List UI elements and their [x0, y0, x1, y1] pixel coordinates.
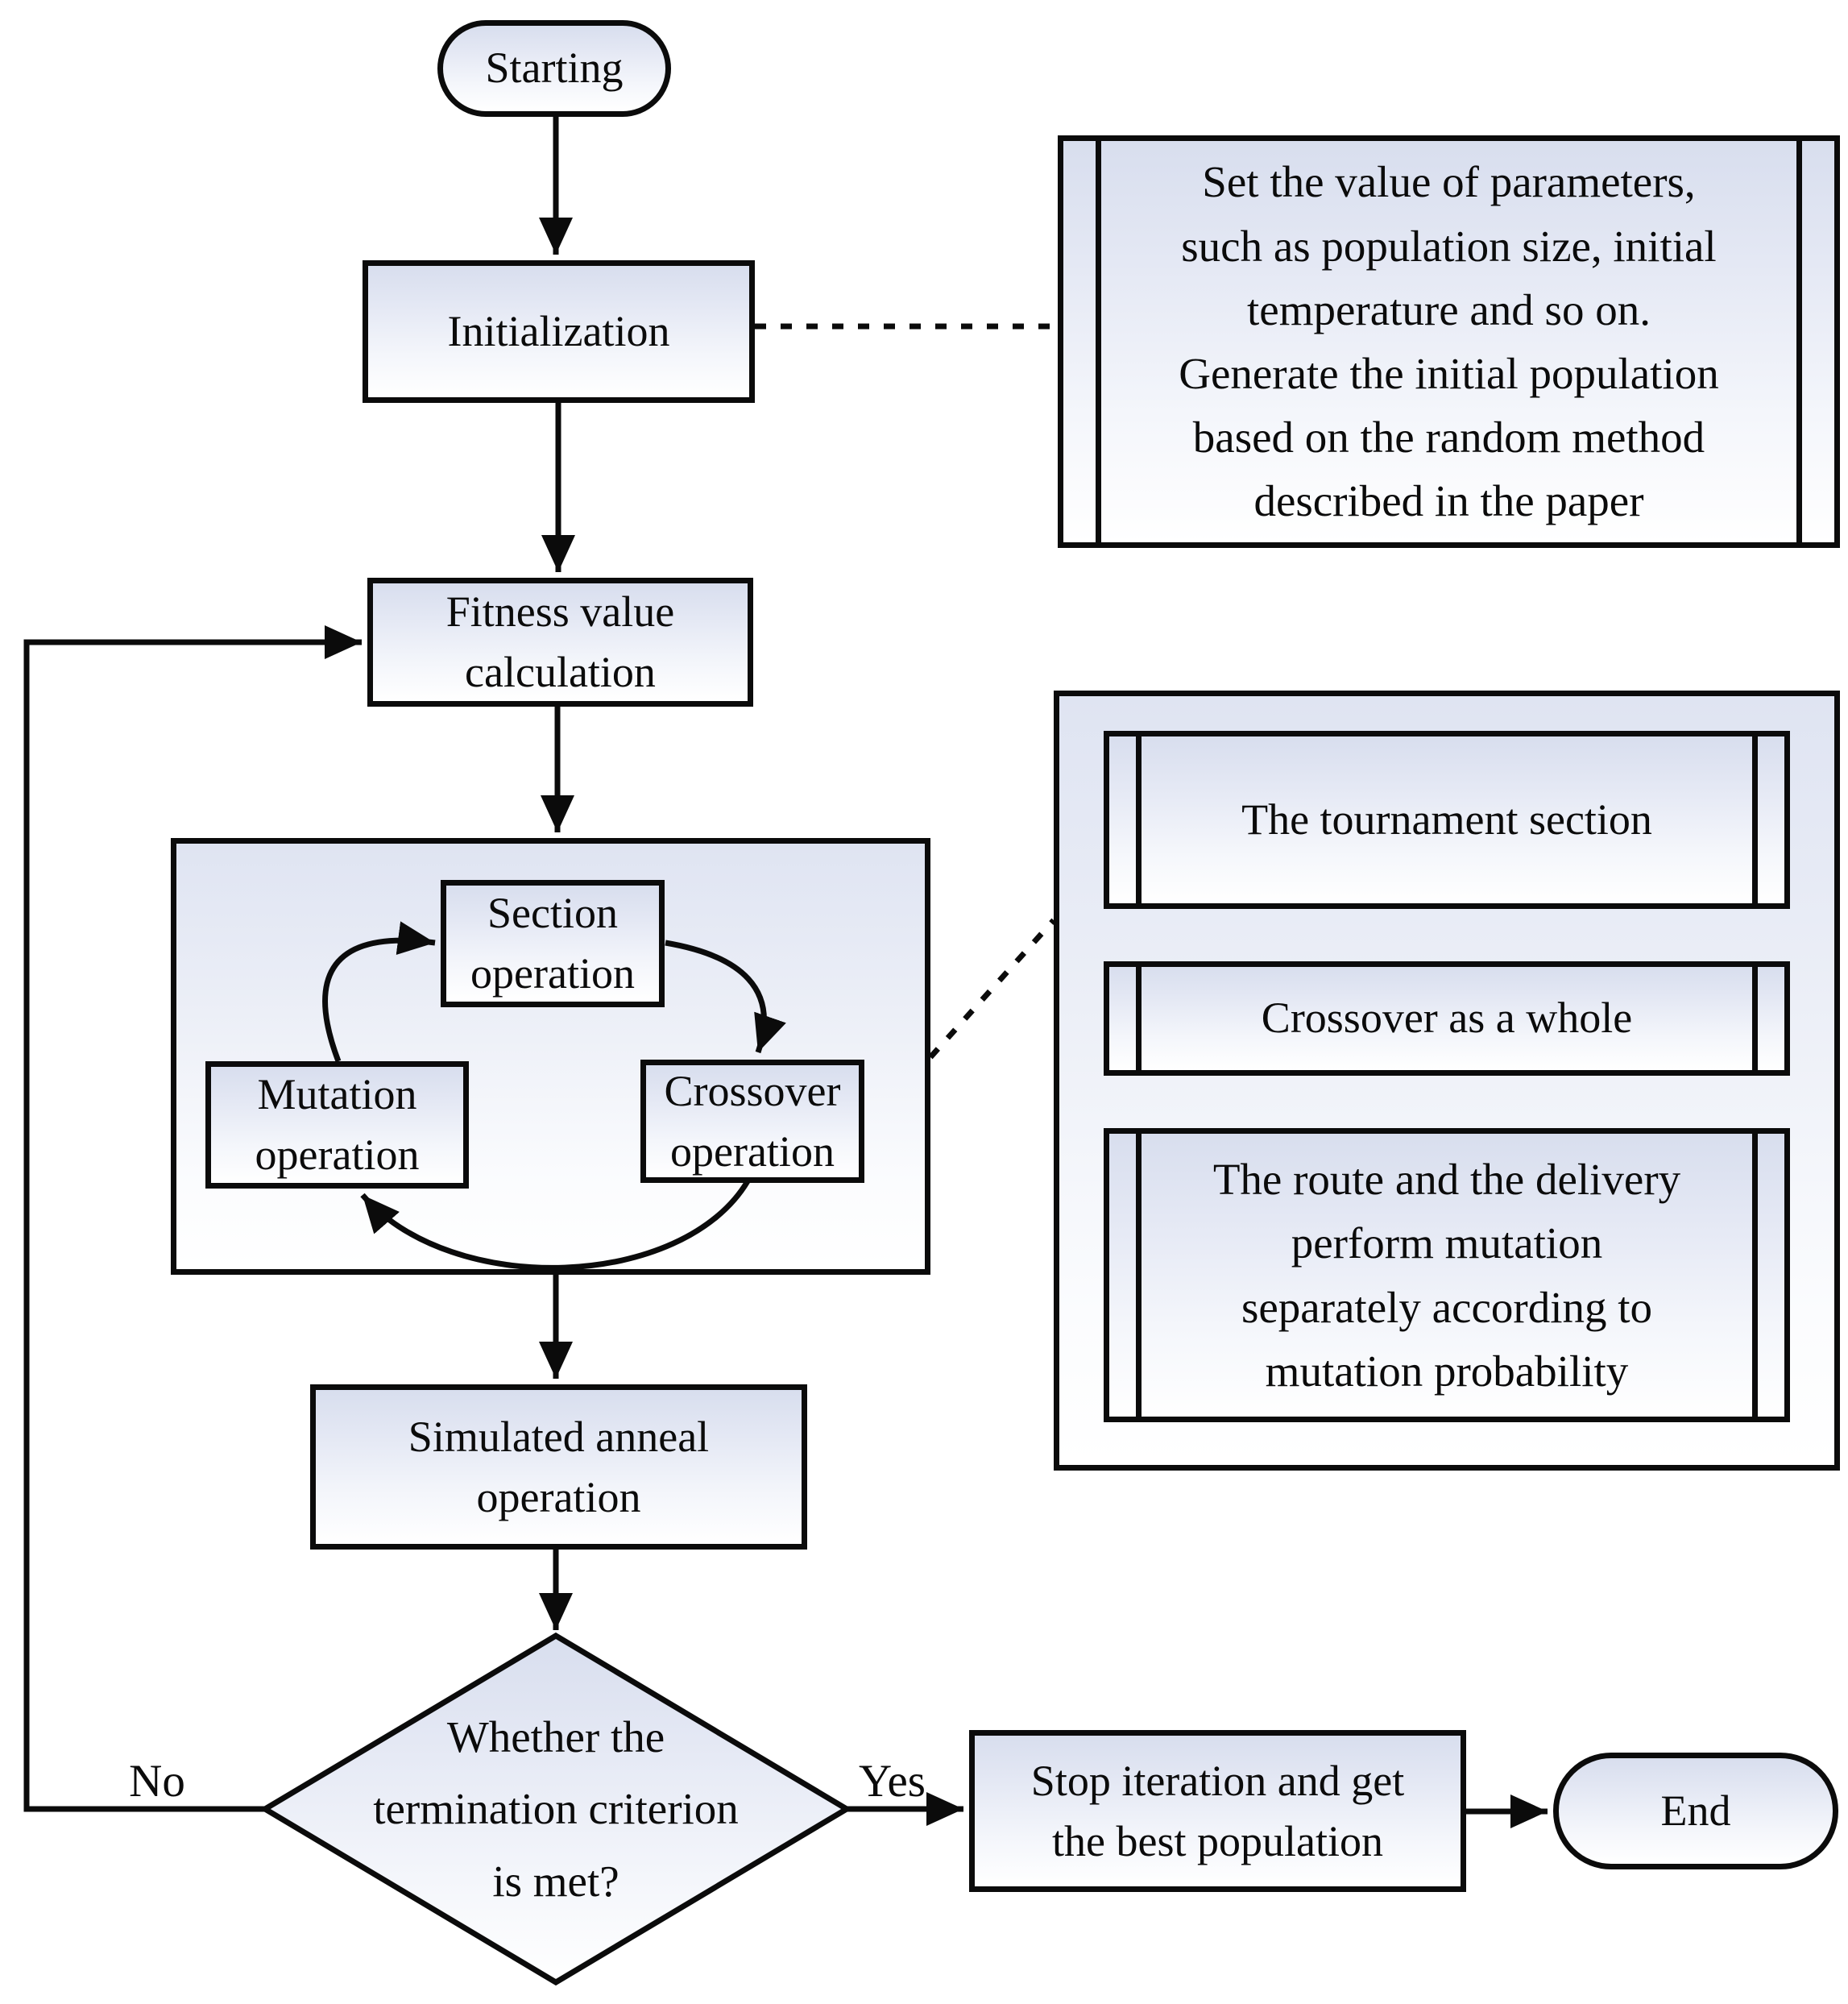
crossover-note: Crossover as a whole: [1104, 961, 1790, 1076]
crossover-note-label: Crossover as a whole: [1261, 994, 1633, 1043]
mutation-note-double-bars: [1136, 1134, 1758, 1417]
end-label: End: [1660, 1786, 1731, 1835]
mutation-note: The route and the delivery perform mutat…: [1104, 1128, 1790, 1422]
start-node: Starting: [437, 20, 671, 117]
start-label: Starting: [485, 44, 624, 93]
crossover-note-double-bars: [1136, 967, 1758, 1070]
initialization-node: Initialization: [363, 260, 755, 403]
crossover-operation-label: Crossover operation: [664, 1066, 841, 1176]
tournament-note: The tournament section: [1104, 731, 1790, 909]
params-note-label: Set the value of parameters, such as pop…: [1179, 157, 1719, 526]
params-note-double-bars: [1096, 141, 1802, 542]
yes-label-text: Yes: [859, 1756, 926, 1807]
simulated-anneal-node: Simulated anneal operation: [310, 1384, 807, 1550]
tournament-note-label: The tournament section: [1241, 795, 1652, 844]
end-node: End: [1553, 1753, 1838, 1869]
decision-text-area: Whether the termination criterion is met…: [338, 1696, 773, 1922]
params-note: Set the value of parameters, such as pop…: [1058, 135, 1840, 548]
no-label: No: [97, 1755, 218, 1807]
no-label-text: No: [129, 1756, 185, 1807]
decision-label: Whether the termination criterion is met…: [373, 1712, 739, 1906]
fitness-label: Fitness value calculation: [445, 587, 675, 696]
mutation-note-label: The route and the delivery perform mutat…: [1212, 1155, 1681, 1396]
fitness-node: Fitness value calculation: [367, 578, 753, 707]
tournament-note-double-bars: [1136, 736, 1758, 903]
simulated-anneal-label: Simulated anneal operation: [408, 1412, 710, 1521]
section-operation-node: Section operation: [441, 880, 665, 1007]
mutation-operation-node: Mutation operation: [205, 1061, 469, 1189]
yes-label: Yes: [830, 1755, 955, 1807]
stop-node: Stop iteration and get the best populati…: [969, 1730, 1466, 1892]
section-operation-label: Section operation: [470, 889, 635, 998]
mutation-operation-label: Mutation operation: [255, 1070, 420, 1179]
crossover-operation-node: Crossover operation: [640, 1060, 864, 1183]
decision-diamond: [259, 1632, 852, 1986]
initialization-label: Initialization: [447, 306, 670, 355]
stop-label: Stop iteration and get the best populati…: [1030, 1756, 1405, 1865]
